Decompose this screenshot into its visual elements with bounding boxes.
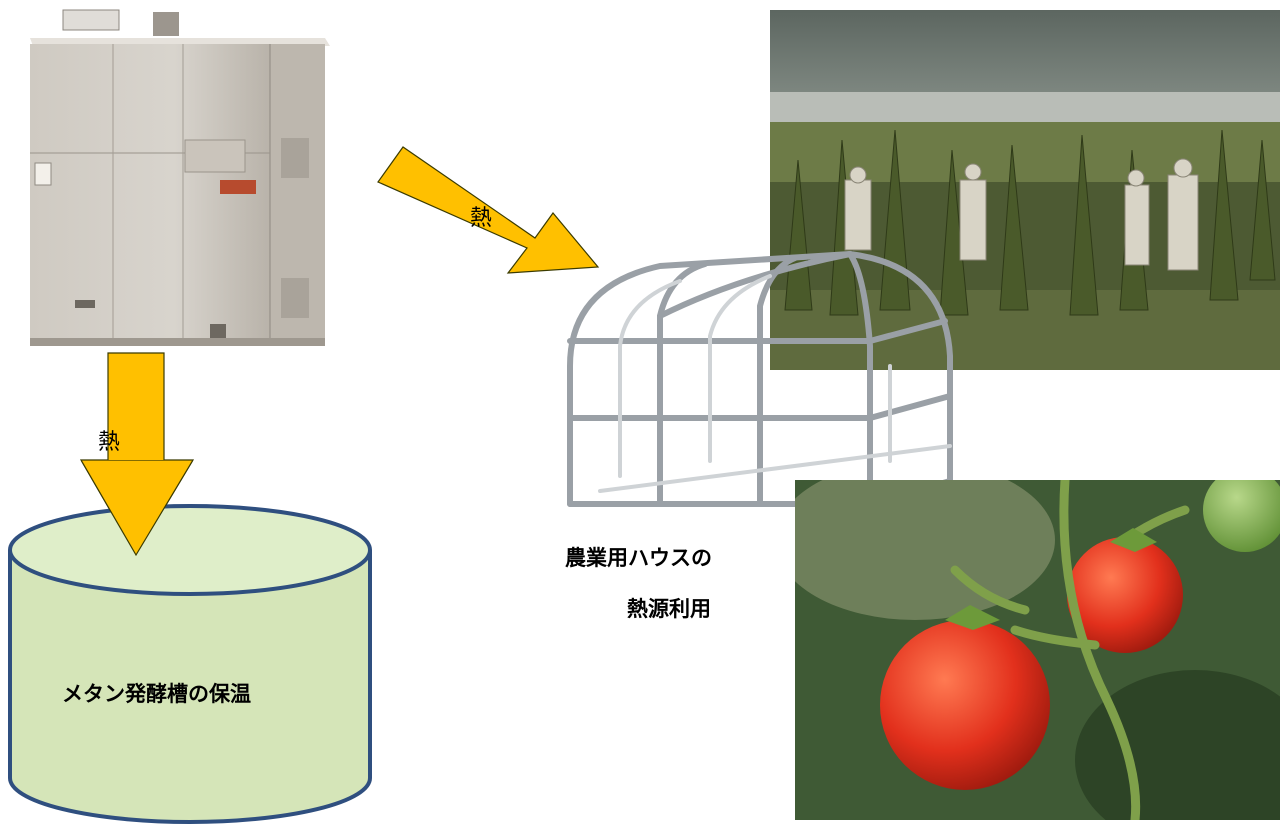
tank-label: メタン発酵槽の保温	[62, 682, 251, 706]
methane-tank	[8, 504, 372, 824]
heat-right-label: 熱	[470, 206, 493, 231]
field-workers-photo	[770, 10, 1280, 370]
house-label-line1: 農業用ハウスの	[565, 546, 712, 570]
heat-unit-photo	[30, 9, 330, 346]
house-label-line2: 熱源利用	[627, 597, 711, 621]
greenhouse-illustration	[567, 251, 953, 507]
heat-arrow-right	[377, 146, 600, 274]
heat-arrow-down-tip	[81, 460, 193, 557]
tomato-photo	[795, 480, 1280, 820]
heat-down-label: 熱	[98, 430, 121, 455]
